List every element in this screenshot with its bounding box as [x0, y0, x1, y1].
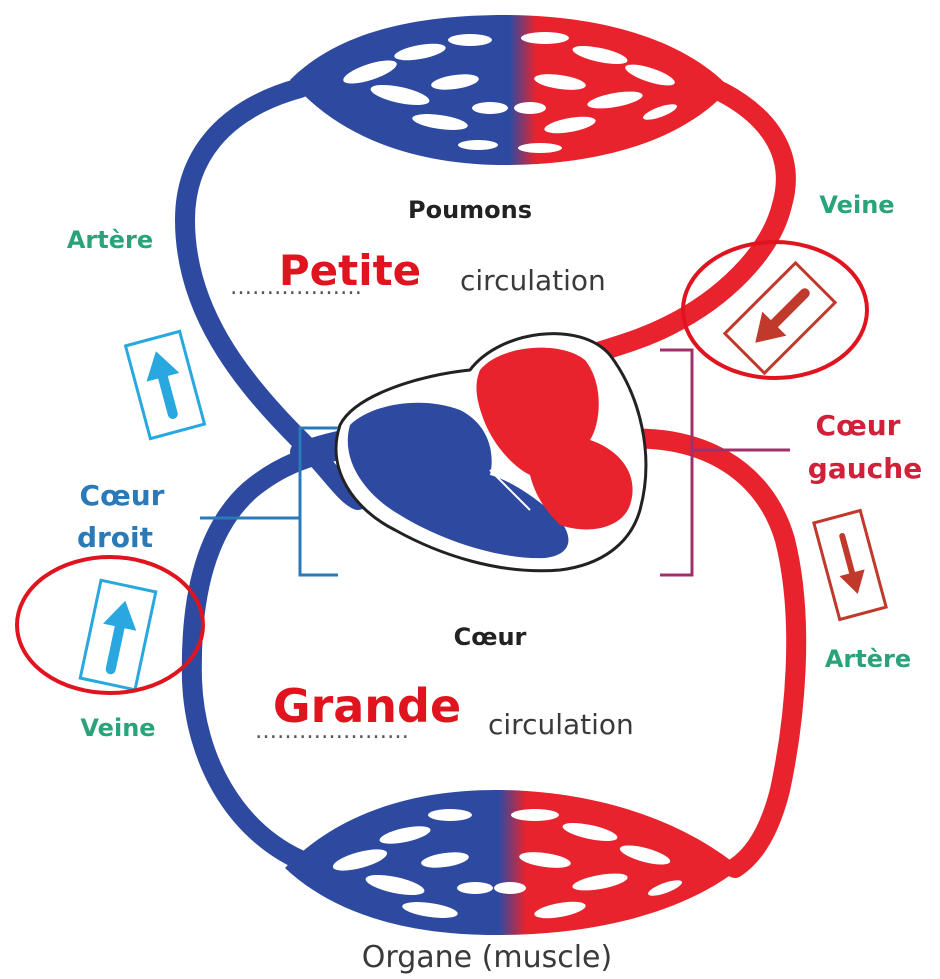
organe-label: Organe (muscle) — [362, 940, 612, 975]
arrow-up-icon — [80, 580, 156, 689]
coeur-gauche-label-line2: gauche — [808, 452, 922, 485]
dots-bottom: ………………… — [255, 719, 409, 744]
vena-cava — [192, 438, 360, 860]
coeur-gauche-label-line1: Cœur — [816, 409, 901, 442]
artere-right-label: Artère — [825, 645, 911, 673]
dots-top: ……………… — [230, 275, 362, 300]
veine-left-label: Veine — [80, 714, 155, 742]
heart — [336, 334, 646, 571]
veine-right-label: Veine — [819, 191, 894, 219]
poumons-label: Poumons — [408, 196, 532, 224]
circulation-top-label: circulation — [460, 264, 606, 297]
arrow-up-icon — [126, 331, 205, 438]
coeur-droit-label-line1: Cœur — [80, 479, 165, 512]
artere-left-label: Artère — [67, 226, 153, 254]
coeur-center-label: Cœur — [454, 623, 527, 651]
lung-capillary-bed — [290, 15, 730, 165]
organ-capillary-bed — [285, 790, 740, 935]
circulation-bottom-label: circulation — [488, 708, 634, 741]
coeur-droit-label-line2: droit — [77, 521, 153, 554]
arrow-down-icon — [814, 510, 886, 619]
